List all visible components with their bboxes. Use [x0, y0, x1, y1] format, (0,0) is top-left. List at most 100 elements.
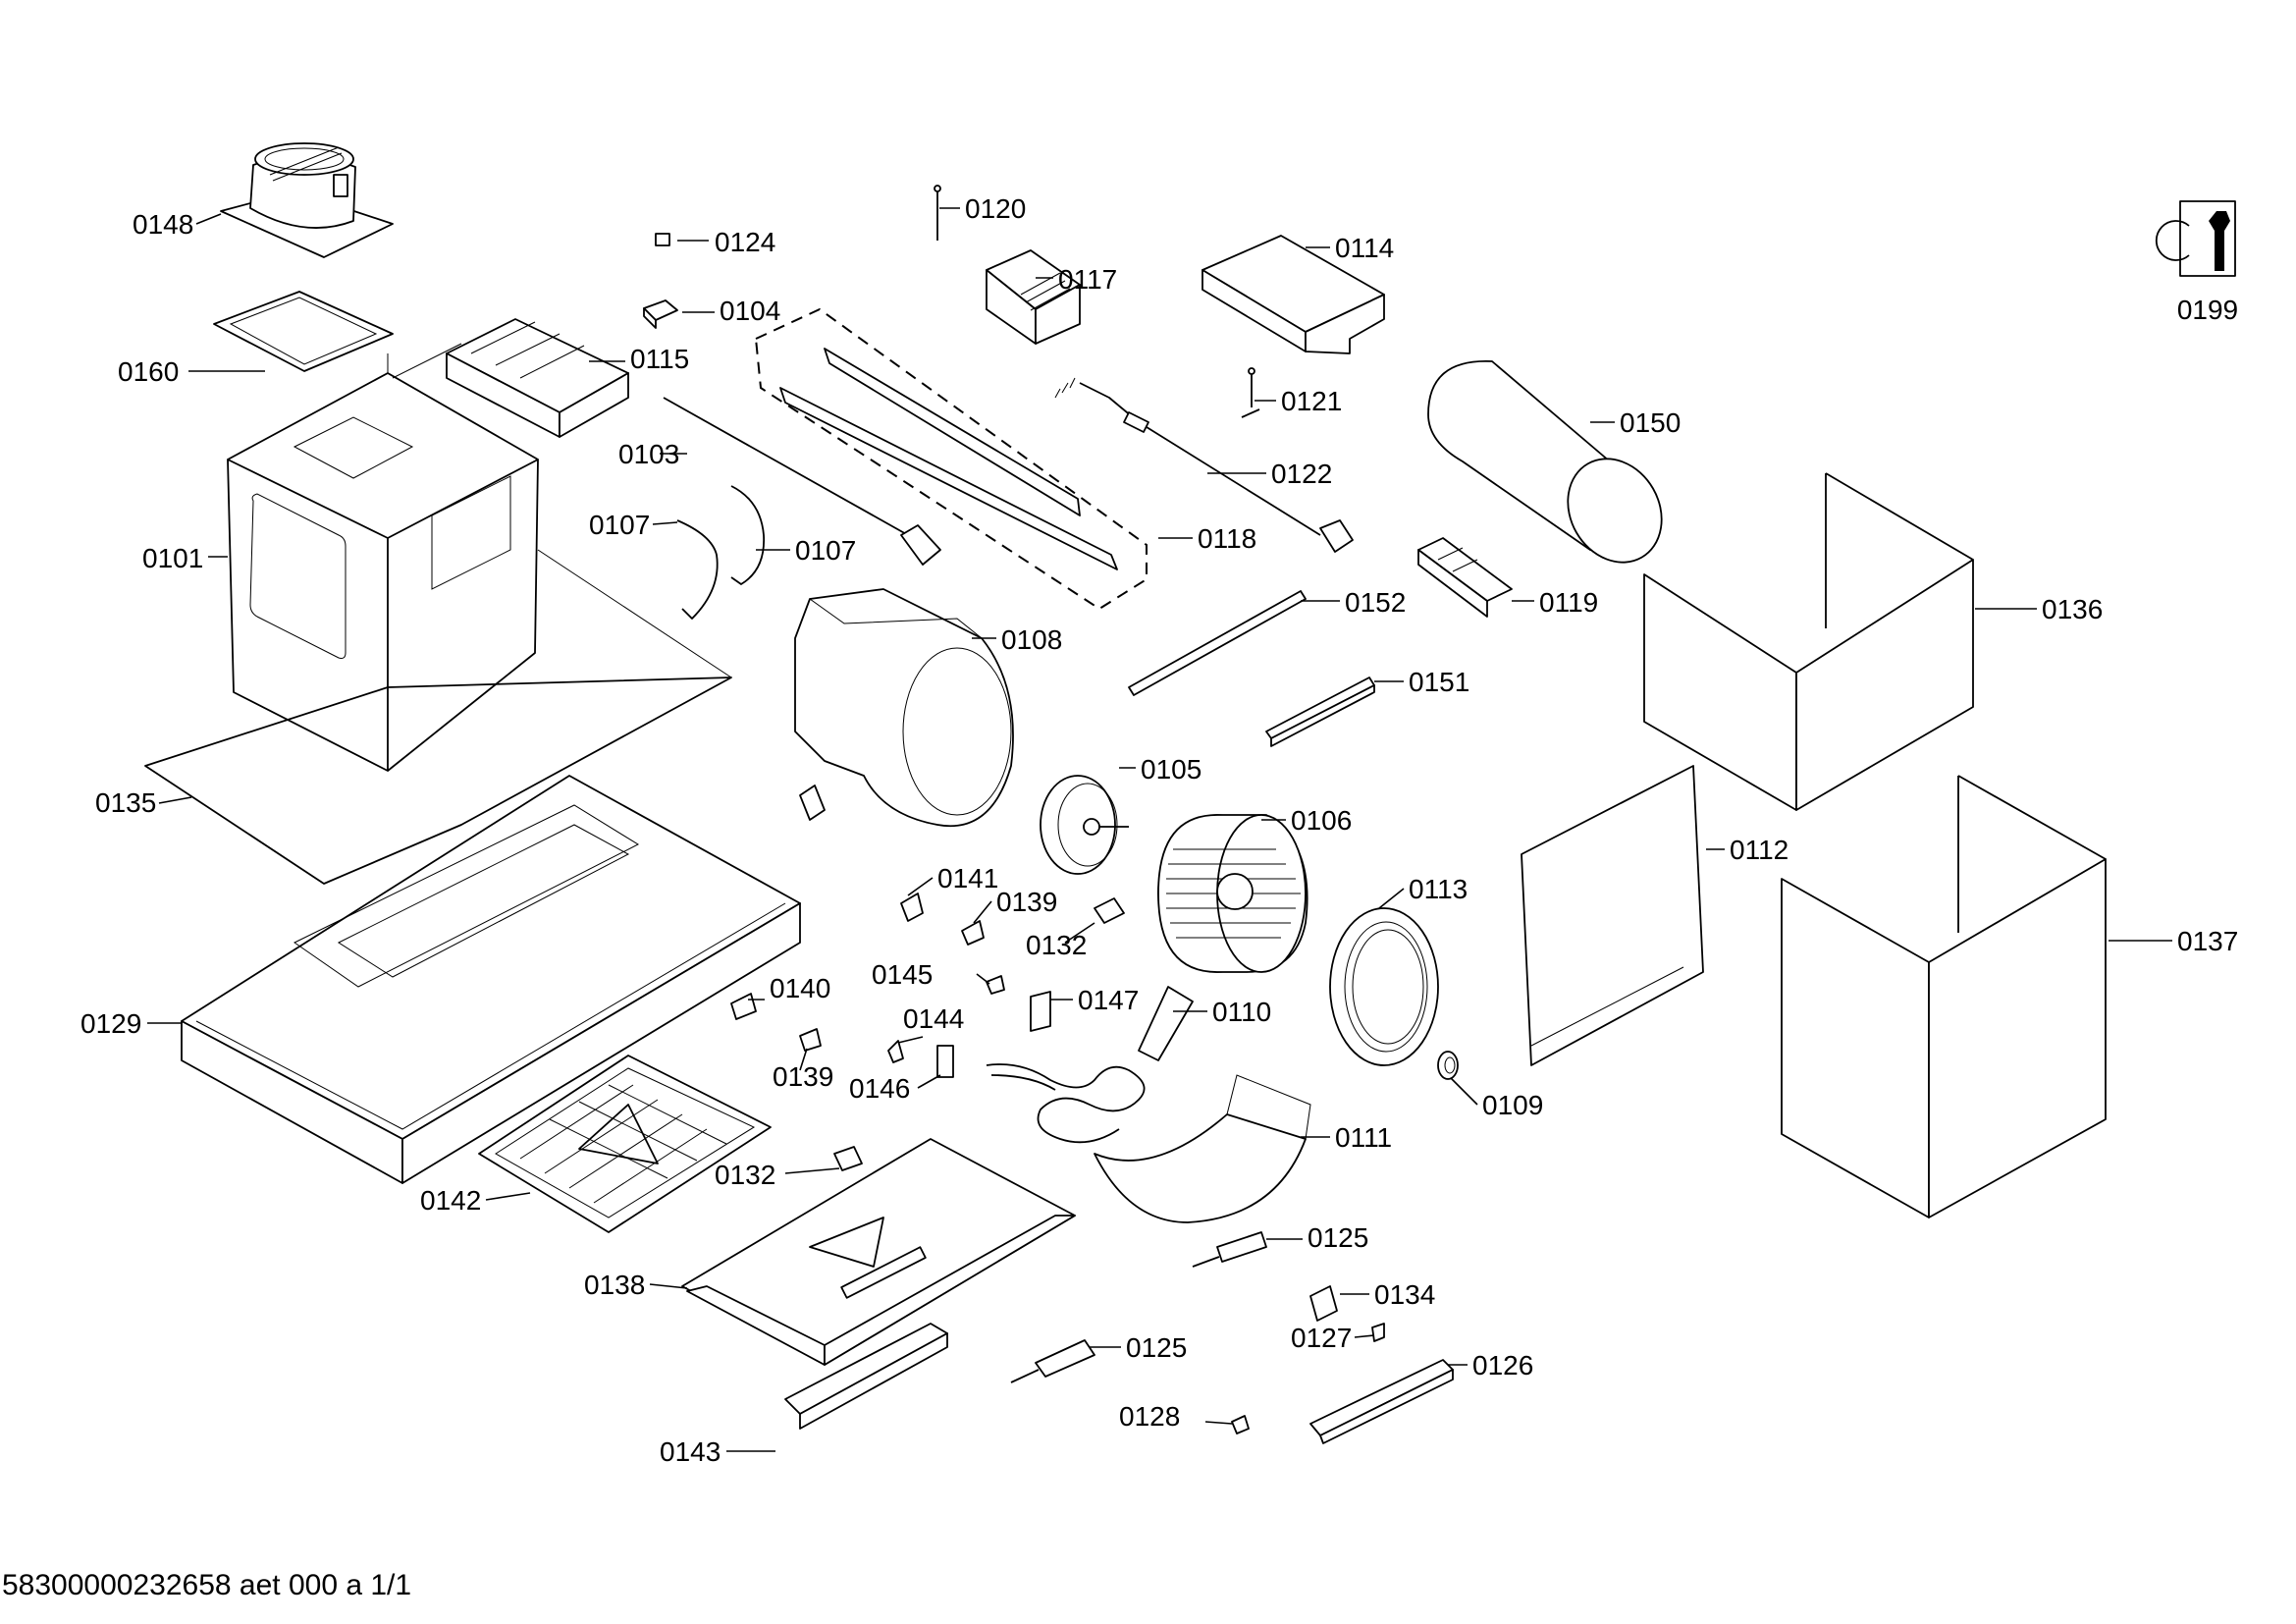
- callout-label-p0140: 0140: [770, 973, 830, 1003]
- callout-label-p0148: 0148: [133, 209, 193, 240]
- callout-label-p0118: 0118: [1198, 523, 1256, 554]
- service-icon-label: 0199: [2177, 295, 2238, 325]
- callout-label-p0113: 0113: [1409, 874, 1468, 904]
- part-0146-block: [936, 1045, 954, 1078]
- part-0105-motor: [1040, 775, 1129, 875]
- callout-label-p0126: 0126: [1472, 1350, 1533, 1380]
- callout-label-p0141: 0141: [937, 863, 998, 893]
- callout-label-p0146: 0146: [849, 1073, 910, 1104]
- callout-label-p0145: 0145: [872, 959, 933, 990]
- part-0115-electronics-box: [446, 318, 629, 438]
- callout-label-p0144: 0144: [903, 1003, 964, 1034]
- callout-label-p0124: 0124: [715, 227, 775, 257]
- part-callouts: 0148016001010135012901420138014301240104…: [80, 193, 2238, 1467]
- part-0126-rail: [1309, 1359, 1454, 1444]
- part-0117-power-module: [986, 249, 1081, 345]
- part-0104-switch: [643, 299, 678, 329]
- callout-label-p0122: 0122: [1271, 459, 1332, 489]
- part-0118-light-bar: [754, 307, 1148, 611]
- callout-label-p0104: 0104: [720, 296, 780, 326]
- part-0124-clip: [655, 233, 670, 246]
- part-0113-ring: [1329, 907, 1439, 1066]
- callout-label-p0136: 0136: [2042, 594, 2103, 624]
- callout-label-p0125b: 0125: [1126, 1332, 1187, 1363]
- leader-line-p0132b: [784, 1167, 840, 1174]
- part-0142-grease-filter: [478, 1055, 772, 1233]
- callout-label-p0150: 0150: [1620, 407, 1681, 438]
- part-0107-bracket-left: [676, 519, 719, 620]
- part-0132-clip-a: [1094, 897, 1125, 924]
- callout-label-p0107a: 0107: [589, 510, 650, 540]
- callout-label-p0132a: 0132: [1026, 930, 1087, 960]
- callout-label-p0120: 0120: [965, 193, 1026, 224]
- part-0136-upper-chimney: [1643, 472, 1974, 811]
- part-0109-grommet: [1437, 1051, 1459, 1080]
- part-0114-cover-box: [1201, 235, 1385, 354]
- part-0143-front-trim: [784, 1323, 948, 1430]
- callout-label-p0139a: 0139: [996, 887, 1057, 917]
- callout-label-p0129: 0129: [80, 1008, 141, 1039]
- callout-label-p0138: 0138: [584, 1270, 645, 1300]
- leader-line-p0128: [1204, 1421, 1233, 1425]
- part-0134-latch: [1309, 1285, 1338, 1322]
- callout-label-p0121: 0121: [1281, 386, 1342, 416]
- leader-line-p0138: [649, 1283, 688, 1289]
- part-0147-bracket: [1030, 991, 1051, 1032]
- leader-line-p0139a: [973, 900, 992, 924]
- callout-label-p0112: 0112: [1730, 835, 1789, 865]
- callout-label-p0137: 0137: [2177, 926, 2238, 956]
- part-0125-hinge-a: [1192, 1231, 1267, 1268]
- part-0151-bracket-plate: [1265, 677, 1375, 747]
- leader-line-p0135: [158, 796, 192, 804]
- callout-label-p0127: 0127: [1291, 1323, 1352, 1353]
- part-0132-clip-b: [833, 1146, 863, 1171]
- part-0137-lower-chimney: [1781, 775, 2107, 1218]
- part-0128-clip: [1231, 1415, 1250, 1435]
- part-0101-housing-frame: [227, 343, 539, 772]
- leader-line-p0148: [195, 213, 222, 225]
- leader-line-p0109: [1450, 1077, 1478, 1106]
- wrench-icon: [2155, 200, 2236, 277]
- part-0106-impeller: [1157, 814, 1308, 973]
- leader-line-p0139b: [799, 1048, 808, 1071]
- part-0110-heating-element: [986, 986, 1194, 1144]
- part-0125-hinge-b: [1010, 1339, 1095, 1383]
- callout-label-p0147: 0147: [1078, 985, 1139, 1015]
- callout-label-p0115: 0115: [630, 344, 689, 374]
- part-0139-clip-b: [799, 1028, 822, 1052]
- callout-label-p0117: 0117: [1058, 264, 1117, 295]
- part-0129-canopy: [181, 775, 801, 1184]
- callout-label-p0139b: 0139: [773, 1061, 833, 1092]
- part-0127-screw: [1371, 1323, 1385, 1342]
- part-0140-clip: [730, 993, 757, 1020]
- part-0120-wire: [934, 185, 941, 241]
- document-id: 58300000232658 aet 000 a 1/1: [2, 1569, 412, 1601]
- callout-label-p0114: 0114: [1335, 233, 1394, 263]
- leader-line-p0144: [897, 1036, 924, 1044]
- part-0103-cable: [663, 397, 941, 566]
- part-0144-clip: [887, 1040, 904, 1063]
- callout-label-p0132b: 0132: [715, 1160, 775, 1190]
- part-0135-sheet: [144, 549, 732, 885]
- callout-label-p0107b: 0107: [795, 535, 856, 566]
- callout-label-p0103: 0103: [618, 439, 679, 469]
- part-0122-cable-harness: [1054, 377, 1354, 553]
- callout-label-p0134: 0134: [1374, 1279, 1435, 1310]
- leader-line-p0127: [1354, 1334, 1375, 1338]
- callout-label-p0160: 0160: [118, 356, 179, 387]
- callout-label-p0128: 0128: [1119, 1401, 1180, 1432]
- part-0160-gasket: [213, 291, 394, 372]
- callout-label-p0143: 0143: [660, 1436, 721, 1467]
- part-0107-bracket-right: [730, 485, 765, 585]
- part-0148-outlet-collar: [220, 142, 394, 258]
- callout-label-p0106: 0106: [1291, 805, 1352, 836]
- callout-label-p0105: 0105: [1141, 754, 1201, 785]
- leader-line-p0132a: [1064, 922, 1095, 944]
- part-0111-duct: [1094, 1074, 1311, 1223]
- callout-label-p0135: 0135: [95, 787, 156, 818]
- part-0152-rod: [1128, 590, 1307, 696]
- part-0141-clip: [900, 893, 924, 922]
- part-0138-filter-tray: [681, 1138, 1076, 1366]
- part-0119-control-board: [1417, 537, 1513, 618]
